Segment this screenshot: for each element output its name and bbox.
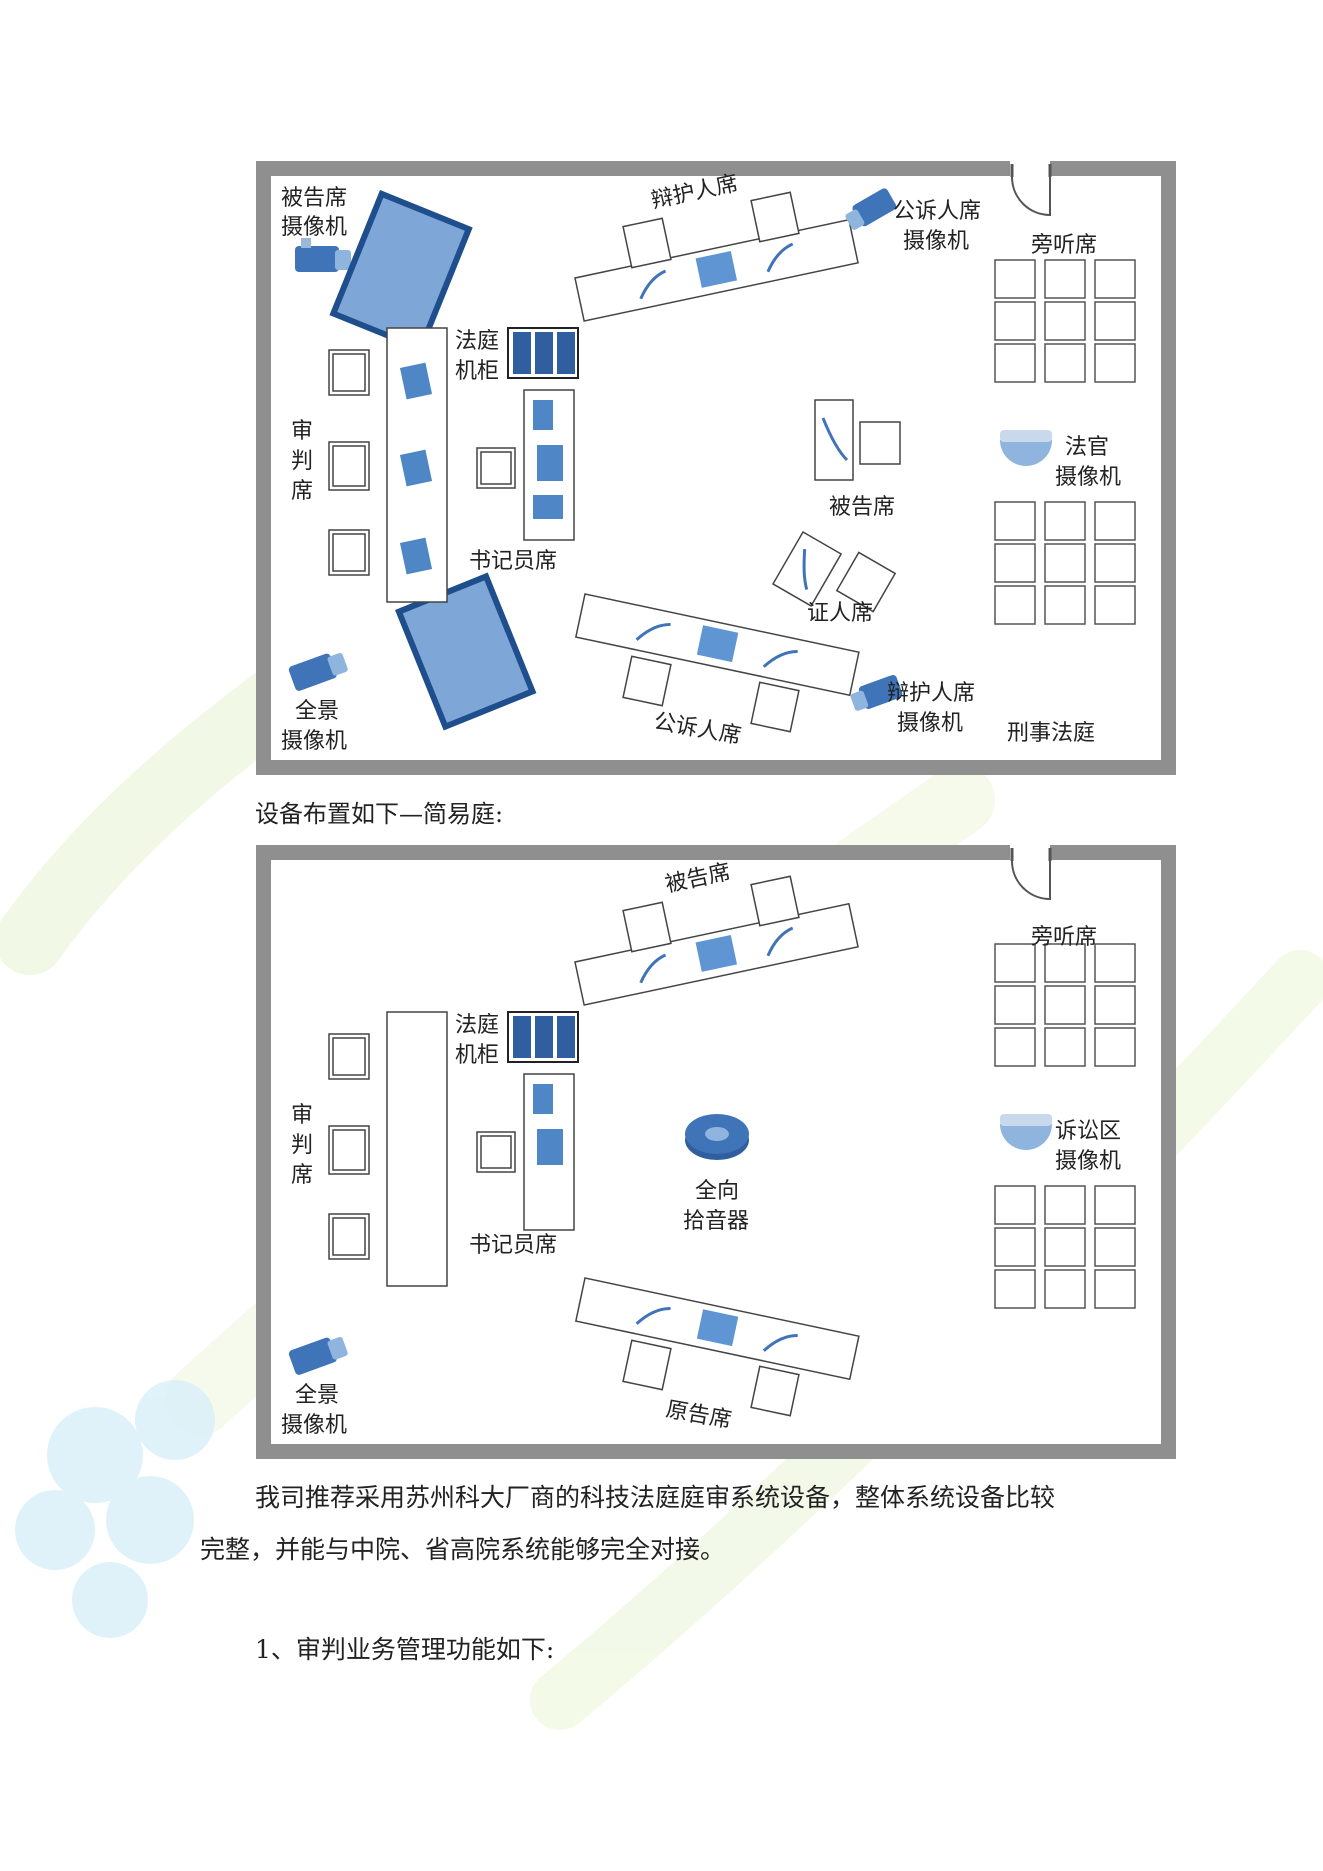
body-paragraph: 我司推荐采用苏州科大厂商的科技法庭庭审系统设备，整体系统设备比较 完整，并能与中… [200,1472,1130,1576]
label-clerk-seat: 书记员席 [469,549,557,574]
label-defendant-seat: 被告席 [829,495,895,520]
label-court-type: 刑事法庭 [1007,721,1095,746]
label-litigation-camera-2: 摄像机 [1055,1149,1121,1174]
camera-icon [845,188,897,230]
door-icon [1011,860,1051,901]
label-court-cabinet-2: 机柜 [455,359,499,384]
paragraph-line-1: 我司推荐采用苏州科大厂商的科技法庭庭审系统设备，整体系统设备比较 [255,1483,1056,1512]
chair-icon [622,875,800,953]
camera-icon [295,238,351,272]
label-clerk-seat: 书记员席 [469,1233,557,1258]
chair-icon [835,551,897,613]
label-judge-seat: 审 [291,1103,313,1128]
label-judge-seat-3: 席 [291,479,313,504]
label-prosecution-camera-2: 摄像机 [903,229,969,254]
label-witness-seat: 证人席 [807,601,873,626]
label-judge-seat-2: 判 [291,449,313,474]
cabinet-icon [507,1011,579,1063]
label-panorama-camera: 全景 [295,699,339,724]
paragraph-line-2: 完整，并能与中院、省高院系统能够完全对接。 [200,1535,726,1564]
chair-icon [476,447,516,489]
camera-icon [850,674,903,711]
mic-monitor-icon [399,362,433,575]
monitor-icon [395,572,537,731]
label-gallery: 旁听席 [1031,233,1097,258]
label-gallery: 旁听席 [1031,925,1097,950]
chair-icon [622,1339,800,1417]
prosecution-bench [574,593,860,697]
chair-icon [622,191,800,269]
label-judge-camera: 法官 [1065,435,1109,460]
plaintiff-bench [574,1277,860,1381]
label-defense-camera: 辩护人席 [887,681,975,706]
door-icon [1011,176,1051,217]
label-judge-seat-3: 席 [291,1163,313,1188]
gallery-seats [994,943,1136,1309]
section-heading: 1、审判业务管理功能如下: [255,1635,555,1664]
chair-icon [476,1131,516,1173]
label-prosecution-camera: 公诉人席 [893,199,981,224]
label-judge-seat: 审 [291,419,313,444]
chair-icon [328,349,370,576]
label-panorama-camera: 全景 [295,1383,339,1408]
floor-plan-criminal-court: 被告席 摄像机 辩护人席 公诉人席 摄像机 旁听席 法庭 机柜 审 判 席 法官… [255,160,1177,776]
equipment-icon [533,1084,563,1165]
label-panorama-camera-2: 摄像机 [281,729,347,754]
label-defense-camera-2: 摄像机 [897,711,963,736]
label-omni-mic-2: 拾音器 [683,1209,749,1234]
caption-simple-court: 设备布置如下—简易庭: [255,800,504,828]
camera-icon [288,1336,348,1375]
chair-icon [328,1033,370,1260]
label-judge-camera-2: 摄像机 [1055,465,1121,490]
label-court-cabinet: 法庭 [455,329,499,354]
chair-icon [859,421,901,465]
dome-camera-icon [1000,430,1052,466]
floor-plan-simple-court: 被告席 旁听席 法庭 机柜 审 判 席 诉讼区 摄像机 全向 拾音器 书记员席 … [255,844,1177,1460]
witness-stand [771,530,843,607]
label-defendant-camera: 被告席 [281,186,347,211]
dome-camera-icon [1000,1114,1052,1150]
label-defendant-camera-2: 摄像机 [281,215,347,240]
defense-bench [574,218,859,322]
label-litigation-camera: 诉讼区 [1055,1119,1121,1144]
equipment-icon [533,400,563,519]
chair-icon [622,655,800,733]
cabinet-icon [507,327,579,379]
label-omni-mic: 全向 [695,1179,739,1204]
label-judge-seat-2: 判 [291,1133,313,1158]
monitor-icon [329,190,473,353]
label-court-cabinet: 法庭 [455,1013,499,1038]
judge-bench [386,1011,448,1287]
gallery-seats [994,259,1136,625]
camera-icon [288,652,348,691]
label-court-cabinet-2: 机柜 [455,1043,499,1068]
defendant-bench [574,902,859,1006]
label-panorama-camera-2: 摄像机 [281,1413,347,1438]
omni-microphone-icon [685,1114,749,1160]
